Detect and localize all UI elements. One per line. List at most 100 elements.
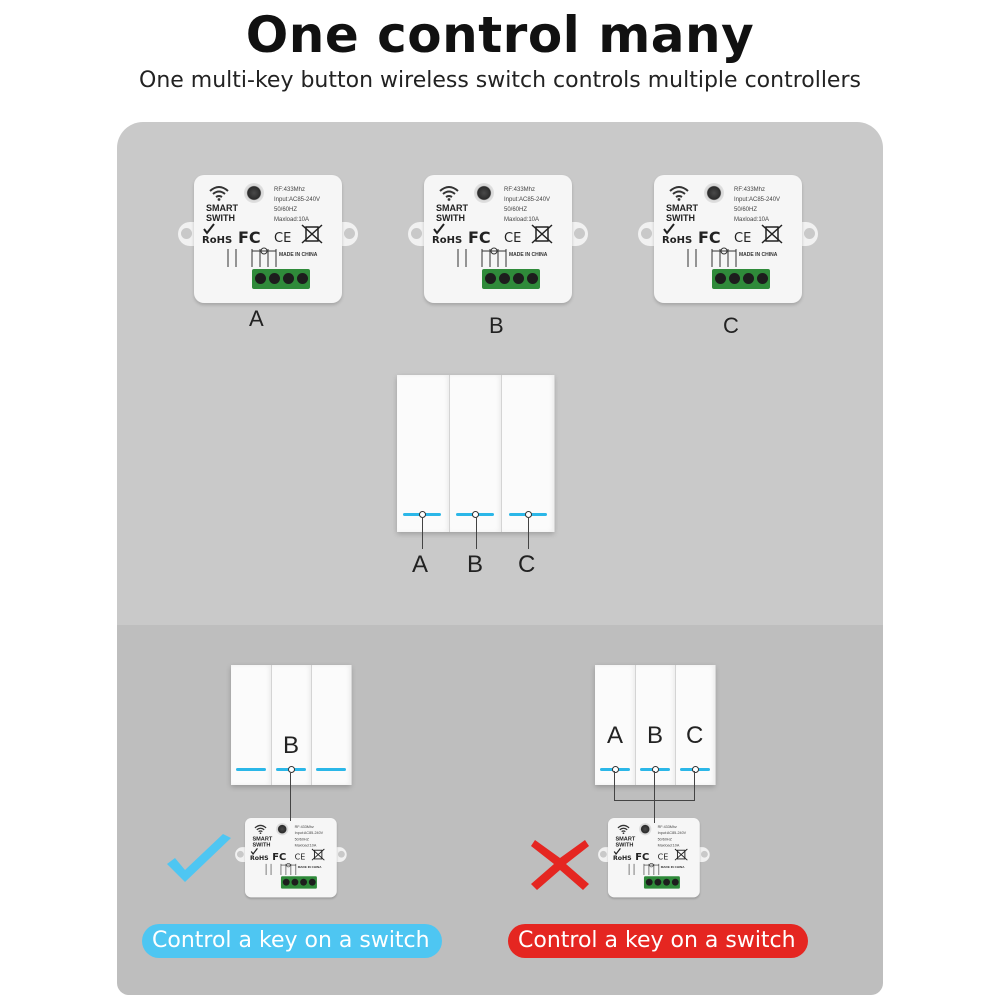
- cross-icon: [531, 840, 589, 890]
- wifi-icon: [669, 186, 689, 201]
- switch-key-b[interactable]: [449, 375, 502, 532]
- made-in-label: MADE IN CHINA: [509, 252, 548, 258]
- made-in-label: MADE IN CHINA: [660, 865, 685, 870]
- correct-switch-key-2[interactable]: [271, 665, 312, 785]
- certification-marks-icon: RoHS FC CE: [432, 223, 553, 245]
- svg-text:RoHS: RoHS: [250, 855, 269, 861]
- wrong-key-label-a: A: [607, 722, 624, 749]
- check-icon: [167, 834, 231, 882]
- page-subtitle: One multi-key button wireless switch con…: [139, 68, 861, 93]
- svg-text:CE: CE: [658, 853, 669, 862]
- wrong-caption: Control a key on a switch: [508, 924, 808, 958]
- svg-text:CE: CE: [295, 853, 306, 862]
- pointer-line-a: [422, 517, 423, 549]
- screw-terminal: [712, 269, 770, 289]
- wrong-link-bar: [614, 800, 695, 801]
- three-key-wall-switch: [397, 375, 555, 532]
- switch-label-b: B: [467, 551, 484, 578]
- svg-text:FC: FC: [272, 852, 286, 861]
- pairing-button[interactable]: [704, 183, 724, 203]
- switch-label-a: A: [412, 551, 429, 578]
- screw-terminal: [482, 269, 540, 289]
- pointer-line-c: [528, 517, 529, 549]
- wrong-link-line-a: [614, 771, 615, 801]
- certification-marks-icon: RoHS FC CE: [662, 223, 783, 245]
- correct-key-label: B: [283, 732, 300, 759]
- wrong-switch-key-c[interactable]: [675, 665, 716, 785]
- svg-text:FC: FC: [468, 228, 491, 245]
- wiring-diagram-icon: [628, 862, 660, 876]
- made-in-label: MADE IN CHINA: [279, 252, 318, 258]
- svg-text:RoHS: RoHS: [432, 235, 462, 245]
- correct-caption-text: Control a key on a switch: [152, 928, 430, 953]
- page-title: One control many: [245, 6, 755, 64]
- relay-label-c: C: [723, 313, 739, 338]
- svg-text:RoHS: RoHS: [662, 235, 692, 245]
- svg-text:CE: CE: [274, 231, 291, 245]
- wrong-key-label-b: B: [647, 722, 664, 749]
- pointer-line-b: [476, 517, 477, 549]
- correct-switch-key-3[interactable]: [311, 665, 352, 785]
- dot-b: [652, 766, 659, 773]
- pairing-button[interactable]: [639, 822, 652, 836]
- wifi-icon: [439, 186, 459, 201]
- wifi-icon: [209, 186, 229, 201]
- svg-text:FC: FC: [698, 228, 721, 245]
- screw-terminal: [252, 269, 310, 289]
- made-in-label: MADE IN CHINA: [739, 252, 778, 258]
- wiring-diagram-icon: [227, 247, 277, 267]
- dot-b: [472, 511, 479, 518]
- wrong-key-label-c: C: [686, 722, 704, 749]
- led-indicator: [236, 768, 266, 771]
- wrong-example-switch: [595, 665, 716, 785]
- pairing-button[interactable]: [474, 183, 494, 203]
- correct-caption: Control a key on a switch: [142, 924, 442, 958]
- svg-text:FC: FC: [238, 228, 261, 245]
- pairing-button[interactable]: [276, 822, 289, 836]
- screw-terminal: [280, 876, 317, 889]
- wiring-diagram-icon: [457, 247, 507, 267]
- wiring-diagram-icon: [687, 247, 737, 267]
- pairing-button[interactable]: [244, 183, 264, 203]
- switch-label-c: C: [518, 551, 536, 578]
- screw-terminal: [643, 876, 680, 889]
- dot-c: [692, 766, 699, 773]
- switch-key-c[interactable]: [501, 375, 555, 532]
- certification-marks-icon: RoHS FC CE: [202, 223, 323, 245]
- relay-label-b: B: [489, 313, 504, 338]
- wrong-link-line-c: [694, 771, 695, 801]
- made-in-label: MADE IN CHINA: [297, 865, 322, 870]
- wrong-switch-key-b[interactable]: [635, 665, 676, 785]
- svg-text:CE: CE: [734, 231, 751, 245]
- dot-a: [612, 766, 619, 773]
- wiring-diagram-icon: [265, 862, 297, 876]
- wrong-link-line-b: [654, 771, 655, 823]
- wrong-switch-key-a[interactable]: [595, 665, 636, 785]
- svg-text:CE: CE: [504, 231, 521, 245]
- wifi-icon: [617, 824, 630, 835]
- switch-key-a[interactable]: [397, 375, 450, 532]
- svg-text:FC: FC: [635, 852, 649, 861]
- correct-example-switch: [231, 665, 352, 785]
- svg-text:RoHS: RoHS: [202, 235, 232, 245]
- wrong-caption-text: Control a key on a switch: [518, 928, 796, 953]
- correct-switch-key-1[interactable]: [231, 665, 272, 785]
- relay-label-a: A: [249, 306, 264, 331]
- correct-link-line: [290, 773, 291, 821]
